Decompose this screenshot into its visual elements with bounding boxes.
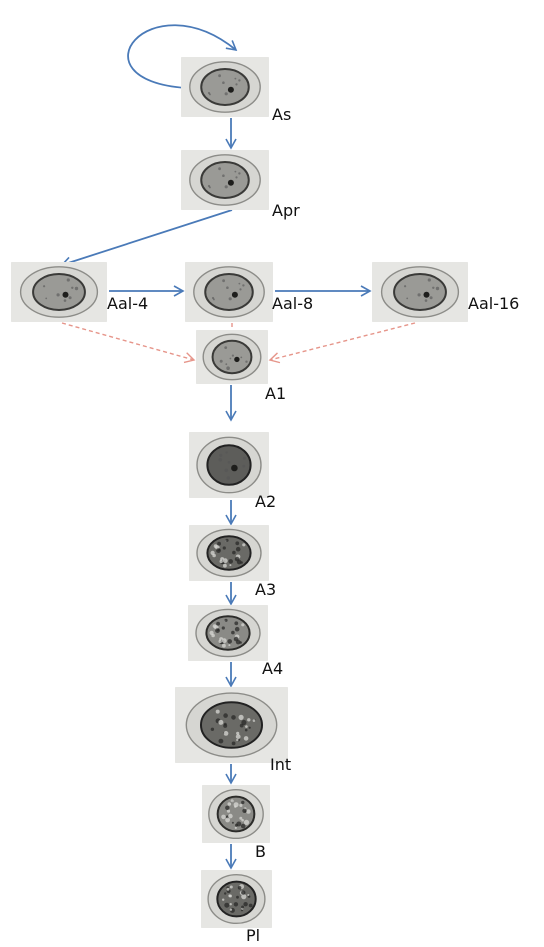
stage-label-a2: A2 (255, 492, 277, 511)
stage-label-b: B (255, 842, 266, 861)
cell-micrograph-aal-8 (185, 262, 273, 322)
cell-image-as (181, 57, 269, 117)
cell-micrograph-as (181, 57, 269, 117)
cell-micrograph-aal-16 (372, 262, 468, 322)
arrow-apr-to-aal-4 (60, 209, 233, 268)
stage-label-aal-4: Aal-4 (107, 294, 149, 313)
stage-label-aal-16: Aal-16 (468, 294, 520, 313)
cell-micrograph-pl (201, 870, 272, 928)
cell-image-pl (201, 870, 272, 928)
stage-label-pl: Pl (246, 926, 261, 945)
cell-micrograph-a3 (189, 525, 269, 581)
cell-image-aal-16 (372, 262, 468, 322)
cell-image-a1 (196, 330, 268, 384)
cell-micrograph-apr (181, 150, 269, 210)
cell-image-int (175, 687, 288, 763)
stage-label-aal-8: Aal-8 (272, 294, 314, 313)
cell-image-a4 (188, 605, 268, 661)
cell-micrograph-aal-4 (11, 262, 107, 322)
stage-label-a1: A1 (265, 384, 287, 403)
arrow-as-to-as (127, 24, 238, 89)
cell-micrograph-b (202, 785, 270, 843)
stage-label-int: Int (270, 755, 292, 774)
cell-micrograph-a1 (196, 330, 268, 384)
cell-image-a2 (189, 432, 269, 498)
cell-image-aal-8 (185, 262, 273, 322)
cell-image-apr (181, 150, 269, 210)
cell-micrograph-a2 (189, 432, 269, 498)
stage-label-as: As (272, 105, 292, 124)
cell-micrograph-a4 (188, 605, 268, 661)
arrow-aal-16-to-a1 (268, 322, 416, 364)
stage-label-apr: Apr (272, 201, 300, 220)
stage-label-a3: A3 (255, 580, 277, 599)
cell-image-a3 (189, 525, 269, 581)
cell-image-aal-4 (11, 262, 107, 322)
cell-micrograph-int (175, 687, 288, 763)
arrow-aal-4-to-a1 (61, 322, 196, 364)
stage-label-a4: A4 (262, 659, 284, 678)
cell-image-b (202, 785, 270, 843)
